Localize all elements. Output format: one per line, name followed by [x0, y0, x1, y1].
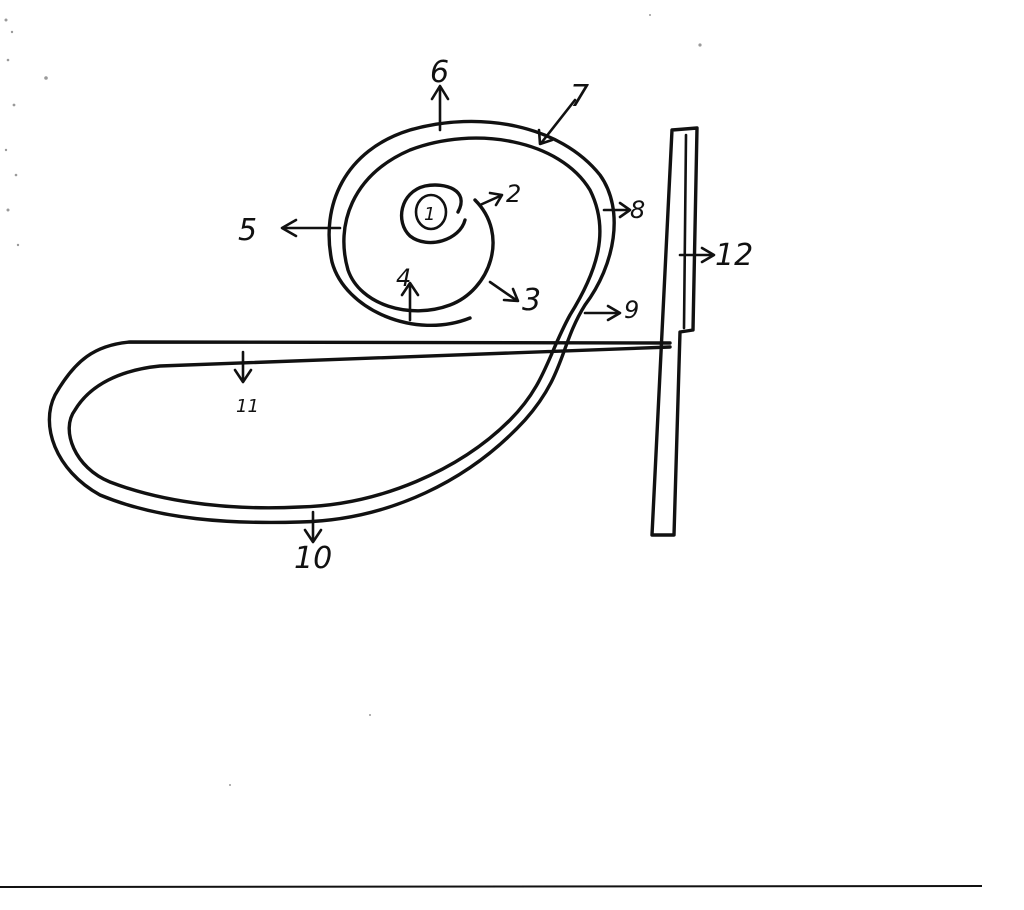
label-6: 6: [430, 55, 449, 90]
apex-circle: [414, 193, 448, 231]
label-9: 9: [624, 296, 639, 324]
scan-specks: [4, 14, 702, 786]
vertical-bar-inner-edge: [682, 133, 688, 330]
spiral-outer-wall: [47, 119, 672, 525]
label-7: 7: [570, 79, 589, 114]
label-11: 11: [236, 396, 259, 417]
label-2: 2: [506, 180, 521, 208]
label-8: 8: [630, 196, 645, 224]
label-1: 1: [424, 204, 435, 225]
vertical-bar: [650, 126, 699, 537]
label-5: 5: [238, 213, 257, 248]
spiral-core-curl: [399, 183, 467, 245]
spiral-inner-wall: [67, 136, 672, 510]
label-3: 3: [522, 283, 541, 318]
label-10: 10: [294, 541, 332, 576]
label-12: 12: [715, 238, 753, 273]
pointer-arrows: [233, 84, 716, 544]
label-4: 4: [396, 264, 411, 292]
bottom-rule: [0, 885, 983, 888]
